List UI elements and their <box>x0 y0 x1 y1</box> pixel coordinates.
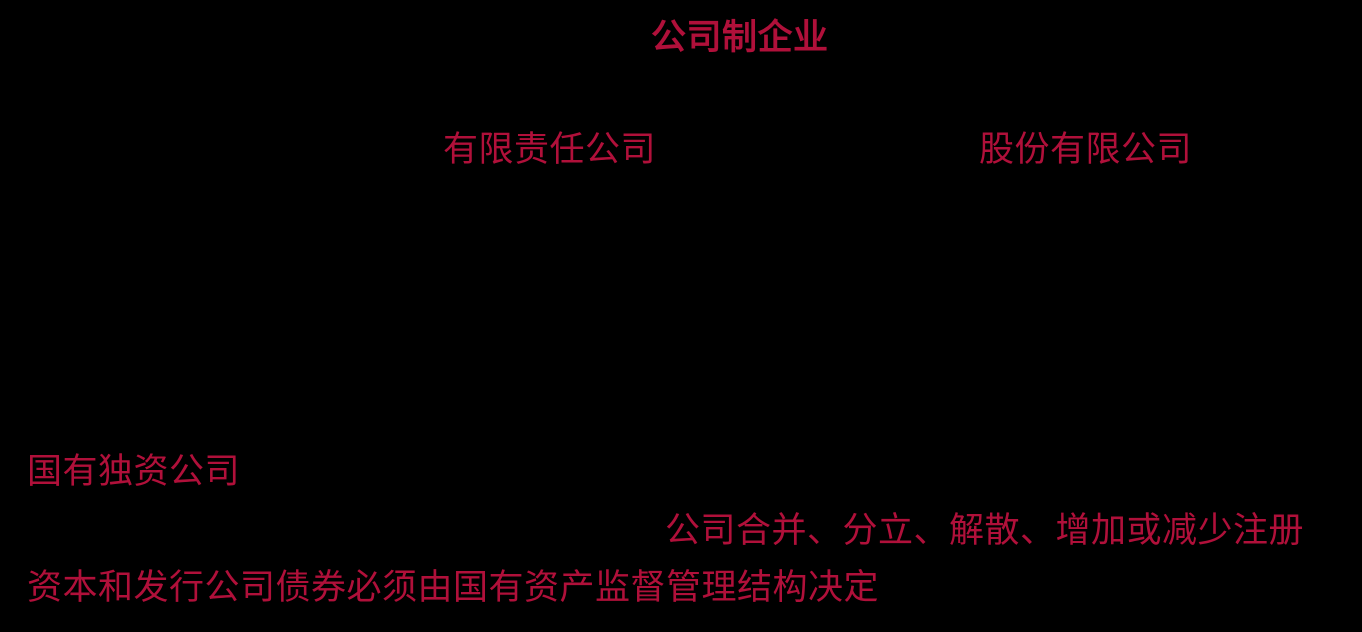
branch-node-joint-stock-company: 股份有限公司 <box>979 130 1193 170</box>
note-line-2: 资本和发行公司债券必须由国有资产监督管理结构决定 <box>27 568 880 608</box>
root-node-company-system-enterprise: 公司制企业 <box>651 18 829 58</box>
sub-node-wholly-state-owned-company: 国有独资公司 <box>27 452 241 492</box>
note-line-1: 公司合并、分立、解散、增加或减少注册 <box>665 511 1305 551</box>
branch-node-limited-liability-company: 有限责任公司 <box>443 130 657 170</box>
